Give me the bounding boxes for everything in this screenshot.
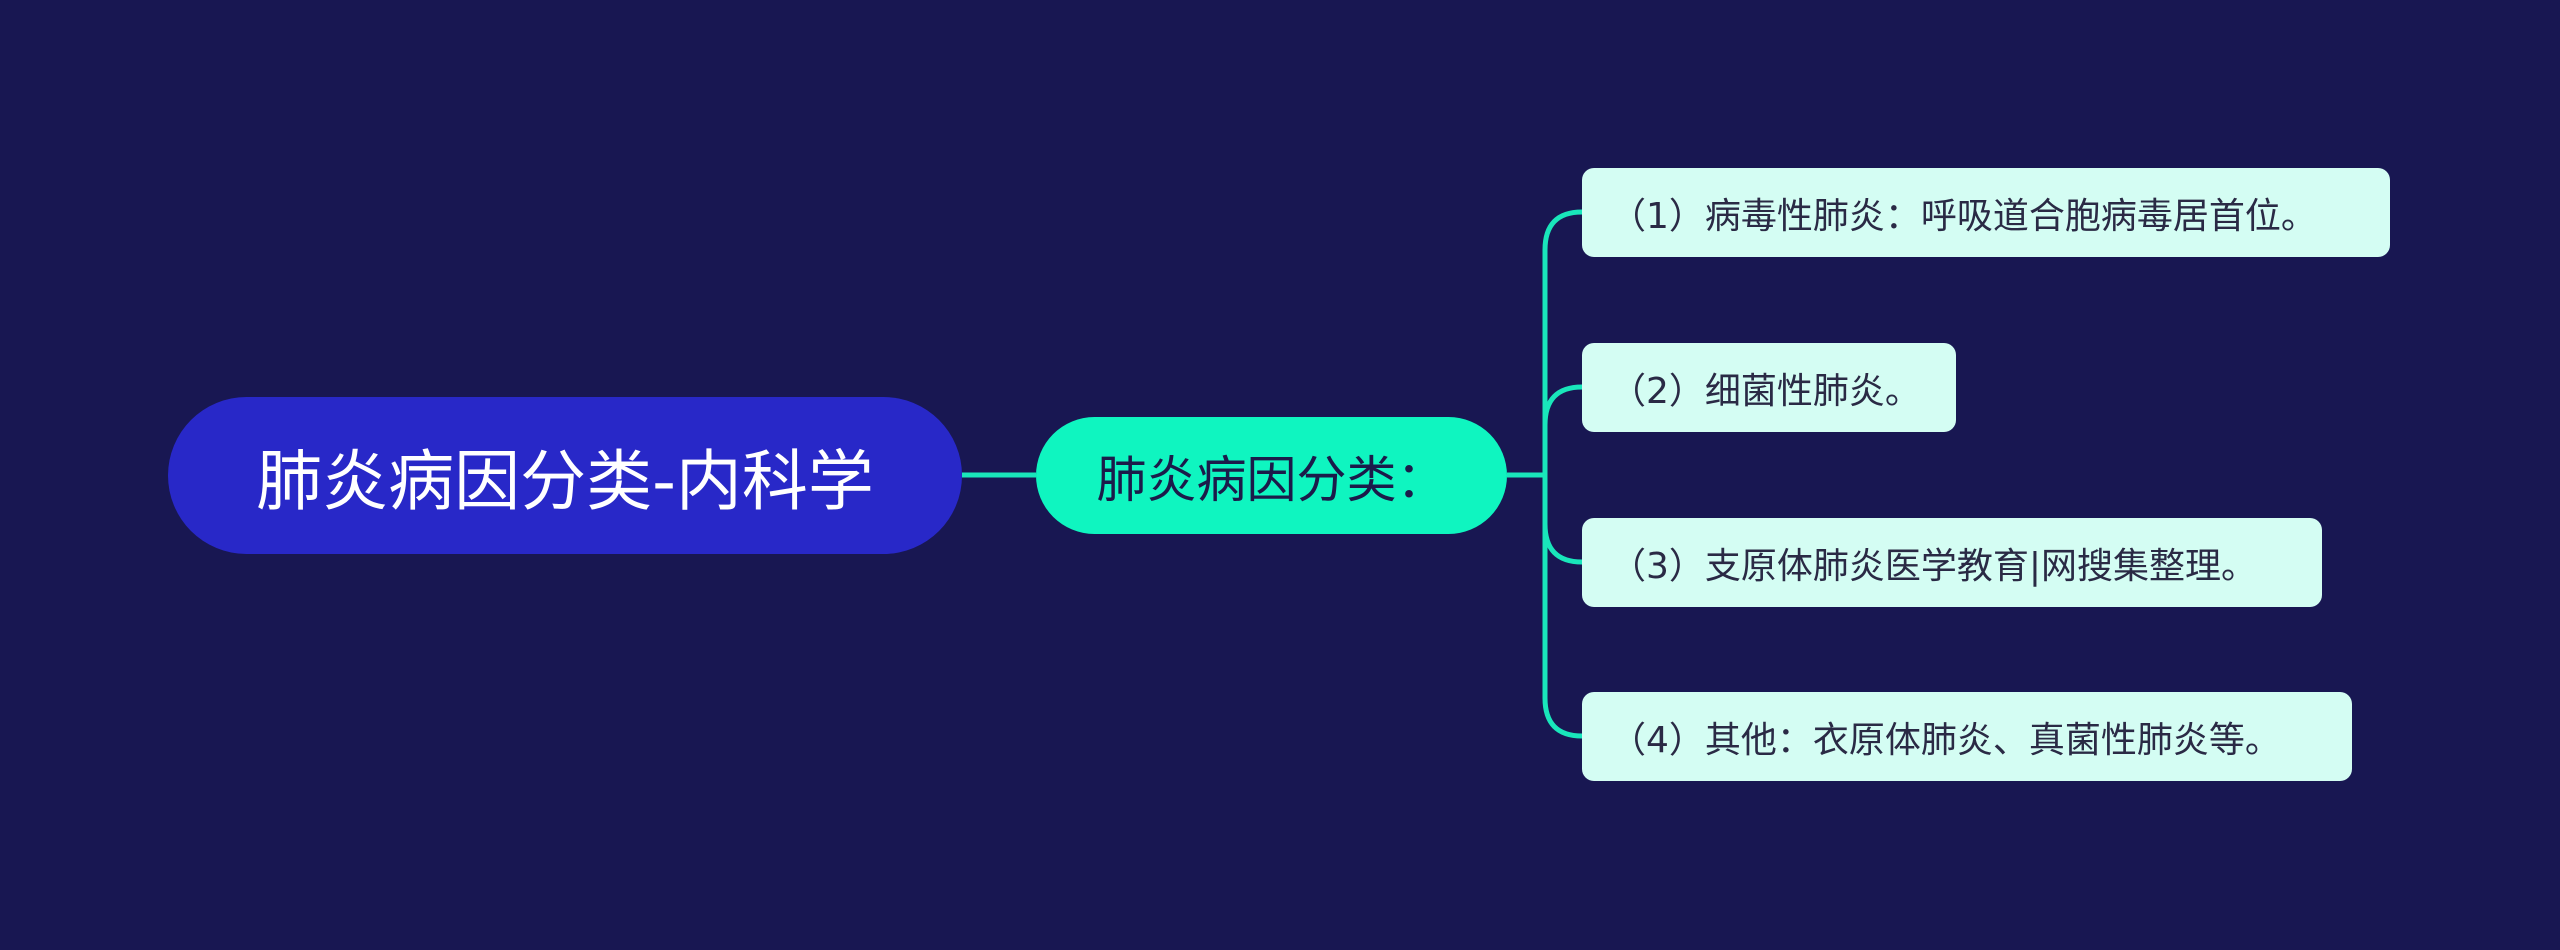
leaf-topic-label: （4）其他：衣原体肺炎、真菌性肺炎等。	[1610, 719, 2281, 761]
leaf-4-connector	[1542, 475, 1583, 739]
branch-topic-label: 肺炎病因分类：	[1096, 450, 1447, 509]
root-topic-label: 肺炎病因分类-内科学	[256, 442, 874, 520]
leaf-topic-node-3[interactable]: （3）支原体肺炎医学教育|网搜集整理。	[1582, 518, 2322, 607]
leaf-topic-label: （3）支原体肺炎医学教育|网搜集整理。	[1610, 545, 2258, 587]
leaf-topic-label: （2）细菌性肺炎。	[1610, 370, 1921, 412]
branch-topic-node[interactable]: 肺炎病因分类：	[1036, 417, 1507, 534]
root-topic-node[interactable]: 肺炎病因分类-内科学	[168, 397, 962, 554]
leaf-2-connector	[1542, 384, 1583, 475]
leaf-topic-node-1[interactable]: （1）病毒性肺炎：呼吸道合胞病毒居首位。	[1582, 168, 2390, 257]
leaf-1-connector	[1542, 209, 1583, 475]
leaf-3-connector	[1542, 475, 1583, 565]
leaf-topic-label: （1）病毒性肺炎：呼吸道合胞病毒居首位。	[1610, 195, 2317, 237]
leaf-topic-node-4[interactable]: （4）其他：衣原体肺炎、真菌性肺炎等。	[1582, 692, 2352, 781]
leaf-topic-node-2[interactable]: （2）细菌性肺炎。	[1582, 343, 1956, 432]
